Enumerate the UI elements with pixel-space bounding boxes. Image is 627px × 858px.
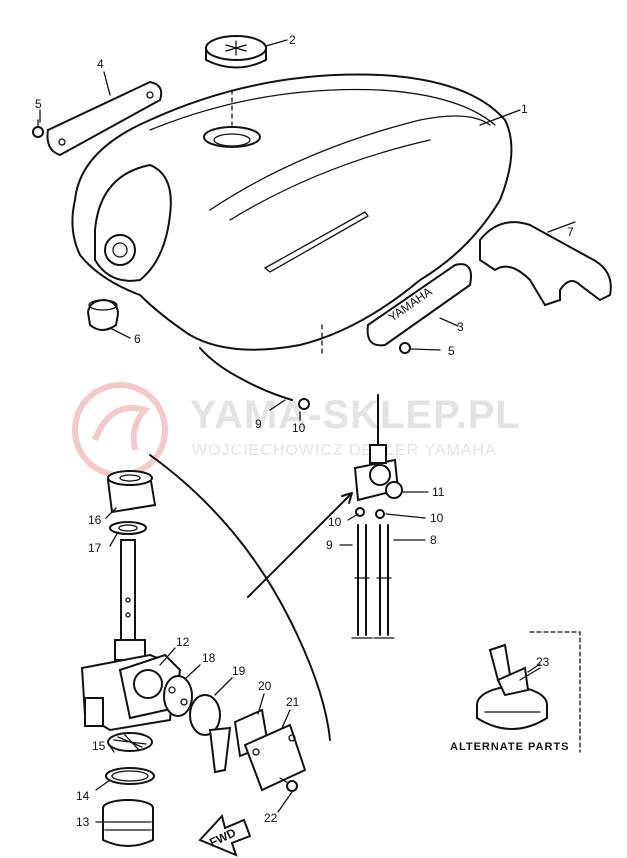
callout-8: 8 bbox=[430, 533, 437, 547]
callout-14: 14 bbox=[76, 789, 90, 803]
callout-numbers: 1 2 3 4 5 5 6 7 8 9 9 10 10 10 11 12 13 … bbox=[35, 33, 574, 829]
fuel-cap bbox=[205, 35, 267, 69]
callout-leaders bbox=[39, 39, 541, 823]
callout-20: 20 bbox=[258, 679, 272, 693]
leader-line-arrow bbox=[247, 494, 351, 598]
callout-10-top: 10 bbox=[292, 421, 306, 435]
fuel-tank bbox=[71, 73, 513, 356]
callout-15: 15 bbox=[92, 739, 106, 753]
emblem-plate-left bbox=[46, 80, 163, 157]
callout-12: 12 bbox=[176, 635, 190, 649]
forward-arrow-icon: FWD bbox=[198, 813, 252, 857]
leader-line-large bbox=[149, 454, 331, 741]
callout-21: 21 bbox=[286, 695, 300, 709]
callout-22: 22 bbox=[264, 811, 278, 825]
rear-bracket bbox=[479, 221, 612, 307]
callout-23: 23 bbox=[536, 655, 550, 669]
callout-5-left: 5 bbox=[35, 97, 42, 111]
fuel-cock-assembly-right bbox=[339, 394, 429, 639]
fuel-hose-top bbox=[199, 347, 310, 410]
watermark-subtitle: WOJCIECHOWICZ DEALER YAMAHA bbox=[192, 442, 497, 459]
callout-19: 19 bbox=[232, 664, 246, 678]
callout-10-right: 10 bbox=[430, 511, 444, 525]
callout-5-right: 5 bbox=[448, 344, 455, 358]
callout-3: 3 bbox=[457, 320, 464, 334]
callout-6: 6 bbox=[134, 332, 141, 346]
watermark-title: YAMA-SKLEP.PL bbox=[190, 393, 521, 437]
alternate-parts-label: ALTERNATE PARTS bbox=[450, 741, 570, 753]
screw-left bbox=[32, 119, 44, 138]
fuel-cock-exploded-left bbox=[80, 470, 307, 847]
callout-2: 2 bbox=[289, 33, 296, 47]
alternate-parts-box: ALTERNATE PARTS bbox=[450, 631, 581, 753]
callout-10-left: 10 bbox=[328, 515, 342, 529]
callout-9-top: 9 bbox=[255, 417, 262, 431]
callout-7: 7 bbox=[567, 225, 574, 239]
callout-9-right: 9 bbox=[326, 538, 333, 552]
grommet bbox=[86, 298, 120, 331]
arrow-head-icon bbox=[341, 492, 353, 504]
callout-13: 13 bbox=[76, 815, 90, 829]
callout-17: 17 bbox=[88, 541, 102, 555]
callout-1: 1 bbox=[521, 102, 528, 116]
watermark: YAMA-SKLEP.PL WOJCIECHOWICZ DEALER YAMAH… bbox=[72, 382, 521, 478]
callout-4: 4 bbox=[97, 57, 104, 71]
callout-18: 18 bbox=[202, 651, 216, 665]
callout-11: 11 bbox=[432, 485, 445, 499]
callout-16: 16 bbox=[88, 513, 102, 527]
watermark-logo-icon bbox=[72, 382, 168, 478]
screw-right bbox=[399, 342, 441, 354]
